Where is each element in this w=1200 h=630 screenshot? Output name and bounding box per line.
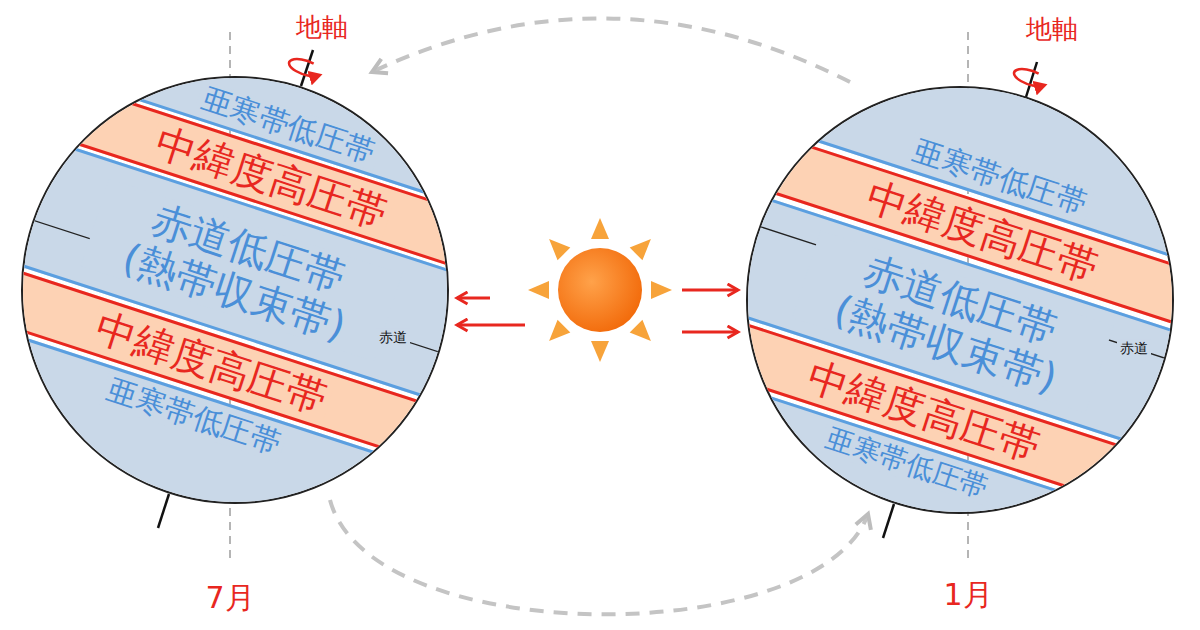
month-label: 7月	[205, 581, 254, 616]
month-label: 1月	[943, 578, 992, 613]
sunlight-arrow	[682, 331, 738, 334]
sun-ray	[651, 281, 672, 299]
sun-ray	[528, 281, 549, 299]
sun-ray	[630, 239, 651, 260]
equator-label: 赤道	[376, 329, 410, 345]
sunlight-arrow	[457, 297, 490, 300]
axis-label: 地軸	[296, 13, 348, 43]
sun	[528, 218, 672, 362]
sunlight-arrow	[682, 289, 738, 292]
earth-globe: 亜寒帯低圧帯中緯度高圧帯赤道低圧帯 (熱帯収束帯)中緯度高圧帯亜寒帯低圧帯	[21, 76, 449, 504]
orbit-arc	[330, 500, 868, 614]
sun-ray	[630, 320, 651, 341]
equator-line	[746, 190, 1174, 394]
rotation-symbol	[1012, 66, 1046, 89]
orbit-arc	[372, 18, 850, 82]
sun-ray	[549, 239, 570, 260]
sun-ray	[591, 341, 609, 362]
tilted-frame: 亜寒帯低圧帯中緯度高圧帯赤道低圧帯 (熱帯収束帯)中緯度高圧帯亜寒帯低圧帯	[746, 86, 1174, 514]
equator-label: 赤道	[1117, 340, 1151, 356]
sunlight-arrow	[457, 324, 525, 327]
axis-label: 地軸	[1026, 15, 1078, 45]
sun-disc	[558, 248, 642, 332]
sun-ray	[591, 218, 609, 239]
rotation-symbol	[287, 56, 321, 79]
tilted-frame: 亜寒帯低圧帯中緯度高圧帯赤道低圧帯 (熱帯収束帯)中緯度高圧帯亜寒帯低圧帯	[21, 76, 449, 504]
earth-globe: 亜寒帯低圧帯中緯度高圧帯赤道低圧帯 (熱帯収束帯)中緯度高圧帯亜寒帯低圧帯	[746, 86, 1174, 514]
sun-ray	[549, 320, 570, 341]
equator-line	[21, 184, 449, 388]
